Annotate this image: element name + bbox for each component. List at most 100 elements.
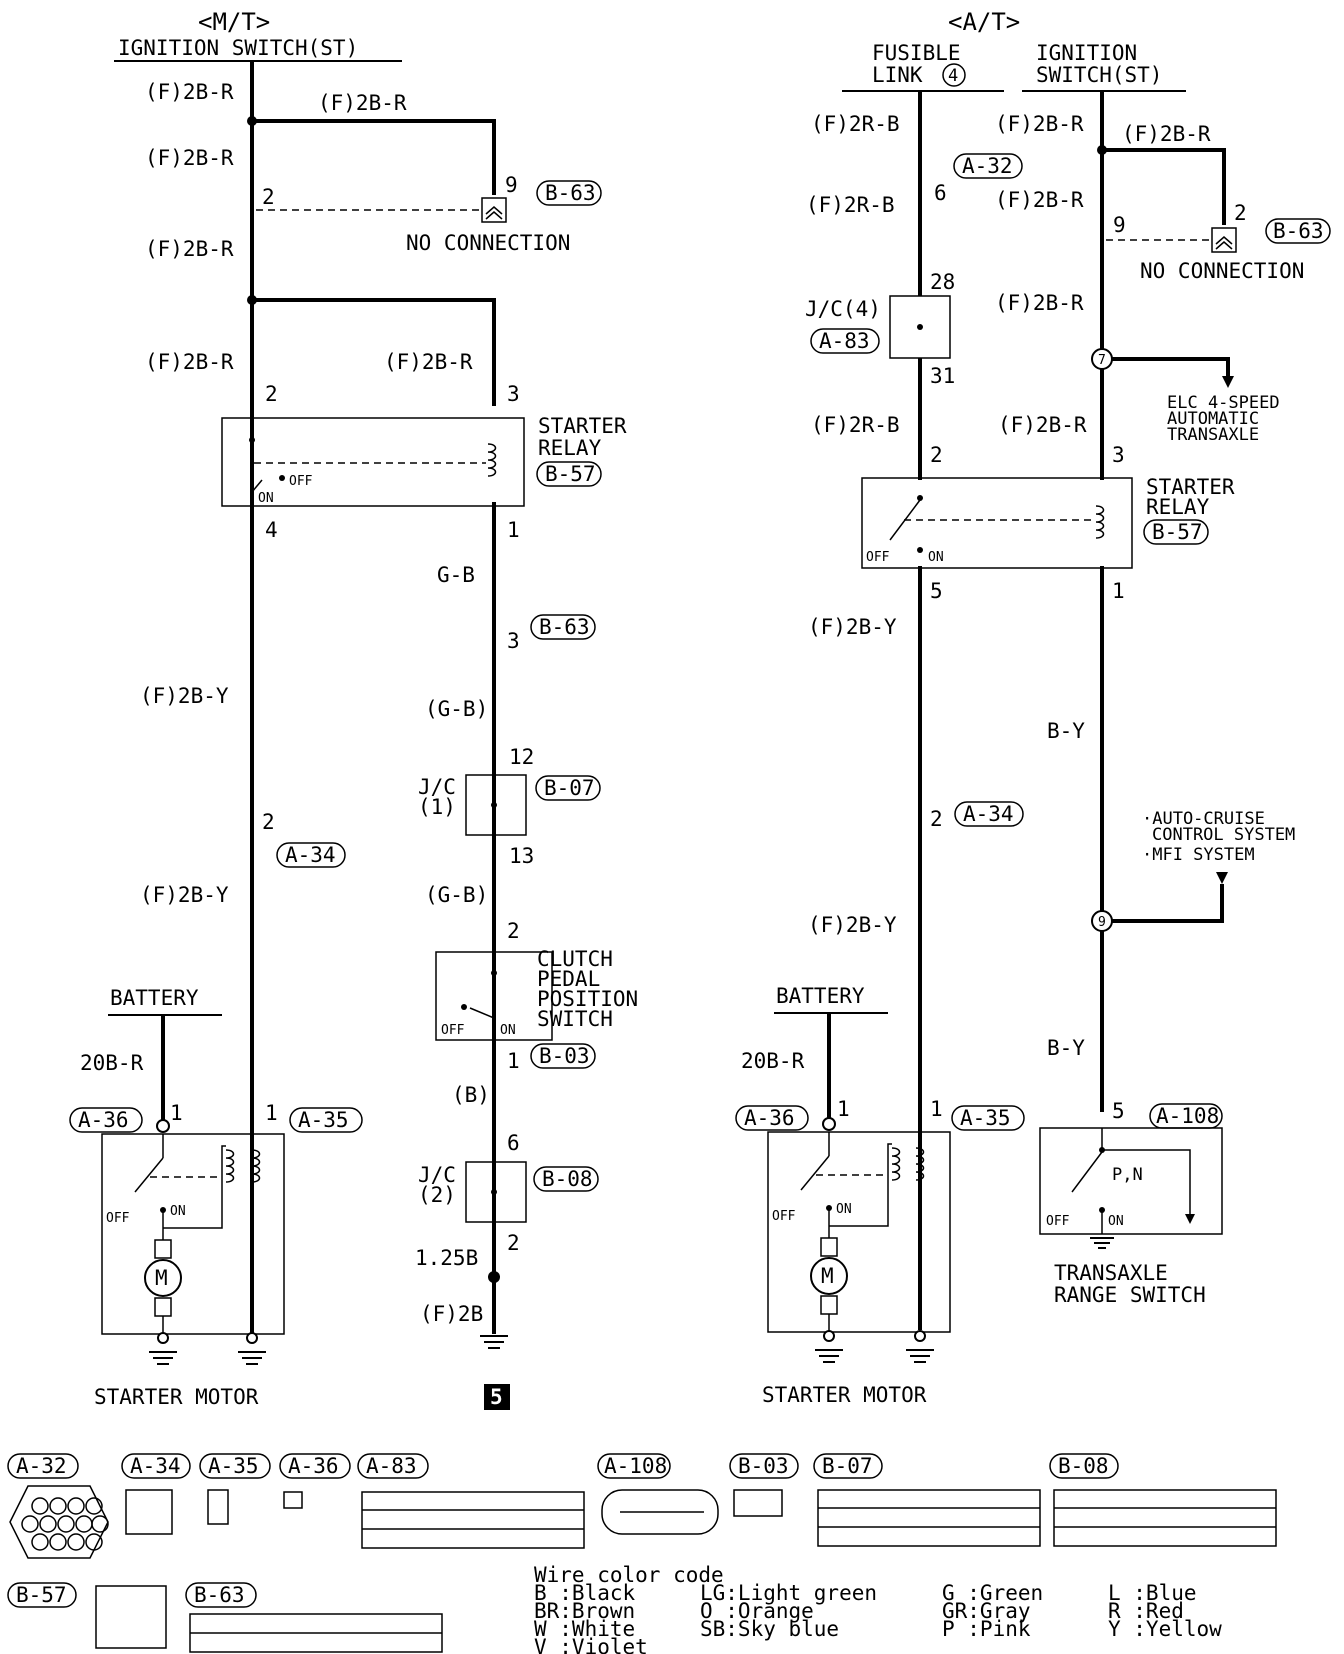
wire-color-entry: P :Pink (942, 1617, 1031, 1641)
at-pin: 2 (1234, 201, 1247, 225)
at-range-pn: P,N (1112, 1165, 1143, 1185)
at-fusible-number: 4 (948, 66, 958, 86)
legend-b07-shape (817, 1489, 1041, 1547)
legend-a83-shape (361, 1491, 585, 1549)
at-starter-relay-label: RELAY (1146, 495, 1210, 519)
mt-pin: 2 (265, 382, 278, 406)
at-motor-wiring (829, 1143, 892, 1227)
mt-a36-tag (69, 1107, 143, 1133)
at-motor-brush (820, 1295, 838, 1315)
legend-tag (121, 1453, 191, 1479)
mt-motor-coil-icon (225, 1149, 235, 1183)
mt-b57-tag (536, 461, 602, 487)
at-wire-label: (F)2B-Y (808, 913, 897, 937)
at-cruise-label: ·MFI SYSTEM (1142, 845, 1255, 865)
at-motor-brush (820, 1237, 838, 1257)
wire-color-entry: SB:Sky blue (700, 1617, 839, 1641)
mt-wire-label: (B) (452, 1083, 490, 1107)
at-wire-label: (F)2R-B (806, 193, 895, 217)
mt-motor-icon (144, 1259, 182, 1297)
mt-jc1-node (491, 802, 497, 808)
legend-tag-label: B-63 (194, 1583, 245, 1607)
at-range-on: ON (1108, 1214, 1124, 1229)
legend-a108-shape (601, 1489, 719, 1535)
wire-color-entry: B :Black (534, 1581, 636, 1605)
legend-tag-label: A-35 (208, 1454, 259, 1478)
wire-color-entry: W :White (534, 1617, 635, 1641)
at-a36-tag-label: A-36 (744, 1106, 795, 1130)
mt-starter-relay-box (221, 417, 525, 507)
mt-ignition-switch-label: IGNITION SWITCH(ST) (118, 36, 358, 60)
mt-pin: 2 (507, 1231, 520, 1255)
at-pin: 1 (930, 1097, 943, 1121)
mt-jc1-box (465, 774, 527, 836)
at-b63-tag-label: B-63 (1273, 219, 1324, 243)
mt-clutch-arm (469, 1007, 495, 1019)
mt-motor-brush (154, 1239, 172, 1259)
at-a83-tag-label: A-83 (819, 329, 870, 353)
at-range-ground-icon (1090, 1237, 1114, 1249)
at-jc4-label: J/C(4) (805, 297, 881, 321)
mt-relay-coil-icon (487, 443, 497, 477)
wire-color-entry: GR:Gray (942, 1599, 1031, 1623)
mt-starter-motor-box (101, 1133, 285, 1335)
mt-wire-to-relay-coil (252, 298, 496, 406)
at-ign-label: IGNITION (1036, 41, 1137, 65)
legend-a34-shape (125, 1489, 173, 1535)
wire-color-entry: LG:Light green (700, 1581, 877, 1605)
mt-wire-label: (F)2B (420, 1302, 483, 1326)
at-wire-label: B-Y (1047, 1036, 1085, 1060)
at-motor-icon (810, 1257, 848, 1295)
at-ground-icon (815, 1349, 843, 1363)
legend-tag-label: A-36 (288, 1454, 339, 1478)
at-pin: 28 (930, 270, 955, 294)
at-wire-to-cruise (1112, 884, 1224, 923)
mt-b07-tag-label: B-07 (544, 776, 595, 800)
legend-tag (597, 1453, 671, 1479)
wire-color-code: Wire color code B :Black BR:Brown W :Whi… (534, 1563, 1222, 1654)
mt-a34-tag (276, 842, 346, 868)
at-relay-off: OFF (866, 550, 890, 565)
mt-clutch-switch-box (435, 951, 553, 1041)
legend-b57-shape (95, 1585, 167, 1649)
at-wire-to-b63 (1102, 148, 1226, 225)
legend-tag (7, 1453, 79, 1479)
mt-a36-tag-label: A-36 (78, 1108, 129, 1132)
mt-pin: 3 (507, 382, 520, 406)
at-relay-coil-icon (1095, 505, 1105, 539)
at-range-off: OFF (1046, 1214, 1070, 1229)
at-wire-label: (F)2B-R (995, 112, 1084, 136)
mt-pin: 2 (507, 919, 520, 943)
legend-tag-label: A-83 (366, 1454, 417, 1478)
mt-wire-label: (F)2B-R (145, 350, 234, 374)
mt-wire-label: (F)2B-R (384, 350, 473, 374)
mt-ground-number: 5 (490, 1385, 503, 1409)
mt-pin: 13 (509, 844, 534, 868)
mt-b63-tag (536, 180, 602, 206)
legend-tag (1049, 1453, 1119, 1479)
at-splice-9: 9 (1098, 915, 1106, 930)
at-range-switch-label: RANGE SWITCH (1054, 1283, 1206, 1307)
legend-a83-grid (362, 1509, 584, 1530)
mt-pin: 1 (507, 1049, 520, 1073)
legend-a32-pins (21, 1497, 109, 1551)
at-fusible-label: LINK (872, 63, 923, 87)
mt-clutch-contact (491, 970, 497, 976)
mt-motor-coil-icon (251, 1149, 261, 1183)
at-relay-on: ON (928, 550, 944, 565)
mt-b57-tag-label: B-57 (545, 462, 596, 486)
legend-tag-label: A-108 (604, 1454, 667, 1478)
mt-clutch-label: CLUTCH (537, 947, 613, 971)
at-motor-switch-arm (800, 1155, 830, 1191)
mt-wire-label: 20B-R (80, 1051, 144, 1075)
at-motor-coil-icon (915, 1147, 925, 1181)
mt-wire-label: (F)2B-R (145, 146, 234, 170)
at-motor-ground-terminal (823, 1330, 835, 1342)
mt-clutch-label: SWITCH (537, 1007, 613, 1031)
wire-color-entry: L :Blue (1108, 1581, 1197, 1605)
mt-pin: 2 (262, 810, 275, 834)
legend-b08-grid (1054, 1507, 1276, 1528)
at-a35-tag-label: A-35 (960, 1106, 1011, 1130)
legend-tag (813, 1453, 883, 1479)
at-pin: 5 (930, 579, 943, 603)
